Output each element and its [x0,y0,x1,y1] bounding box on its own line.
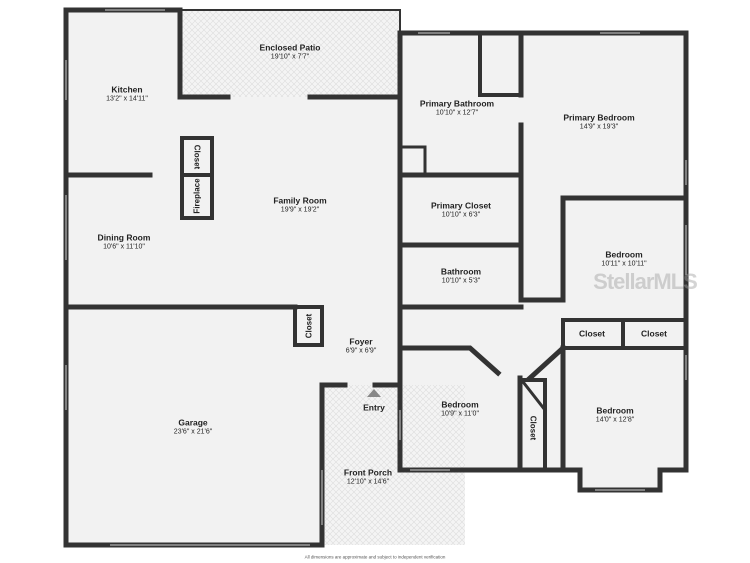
fireplace-label: Fireplace [192,178,202,214]
closet-label: Closet [641,328,667,339]
patio-floor [180,10,400,97]
closet-label: Closet [528,415,538,441]
entry-arrow-icon [367,389,381,397]
disclaimer: All dimensions are approximate and subje… [304,554,446,560]
watermark-logo: StellarMLS [593,269,698,294]
windows [65,9,687,546]
entry-label: Entry [363,402,385,413]
closet-label: Closet [579,328,605,339]
closet-label: Closet [192,144,202,170]
closet-label: Closet [304,313,314,339]
porch-floor [322,385,465,545]
